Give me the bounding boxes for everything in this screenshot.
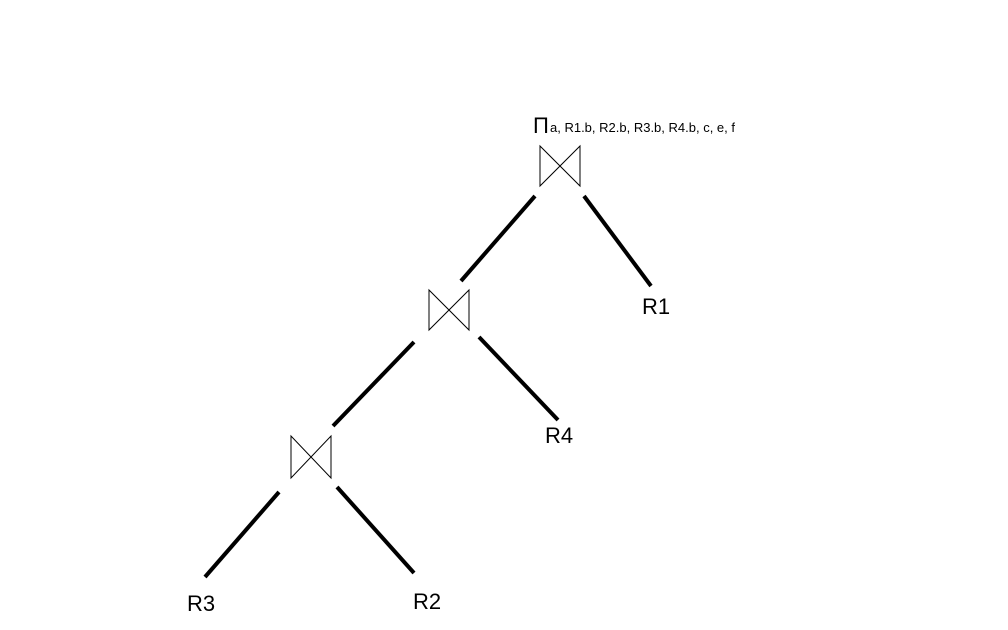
edge-middle-to-bottom-join [331,340,416,428]
edge-middle-to-r4 [477,335,560,422]
relation-r3-label: R3 [187,591,215,616]
edge-bottom-to-r3 [203,490,281,579]
relation-r4-label: R4 [545,423,573,448]
join-top-icon [539,144,581,188]
relation-r2-label: R2 [413,589,441,614]
projection-attributes: a, R1.b, R2.b, R3.b, R4.b, c, e, f [550,120,735,135]
join-middle-icon [428,288,470,332]
projection-symbol: Π [533,113,549,138]
relation-r1-label: R1 [642,294,670,319]
edge-top-to-middle-join [459,194,537,283]
edge-top-to-r1 [582,194,653,288]
edge-bottom-to-r2 [335,485,416,575]
join-bottom-icon [290,434,332,480]
